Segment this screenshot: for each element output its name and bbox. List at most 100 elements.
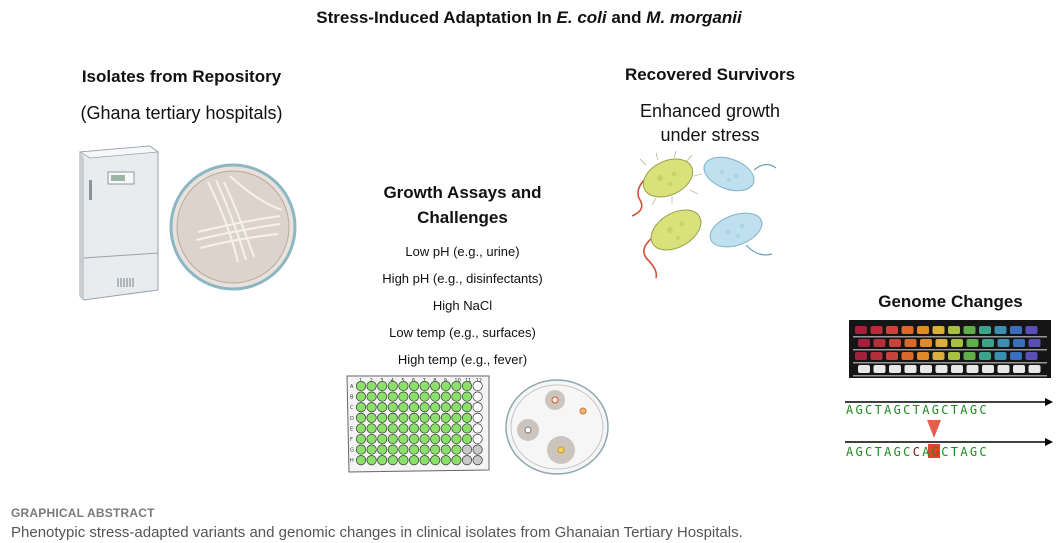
genome-block <box>901 326 914 334</box>
plate-well <box>366 380 377 392</box>
plate-well <box>387 412 398 423</box>
plate-well <box>355 455 367 466</box>
genome-block <box>966 365 979 373</box>
plate-column-label: 12 <box>476 378 482 384</box>
plate-well <box>355 402 367 413</box>
plate-row-label: G <box>350 448 354 454</box>
genome-block <box>858 339 870 347</box>
plate-well <box>472 455 483 466</box>
plate-well <box>472 402 483 413</box>
plate-well <box>461 412 473 423</box>
sequence-mutant-right: AGCTAGC <box>922 445 989 459</box>
sequence-original: AGCTAGCTAGCTAGC <box>846 403 989 417</box>
genome-block <box>1013 365 1025 373</box>
genome-block <box>855 326 867 334</box>
plate-well <box>387 380 398 392</box>
plate-well <box>440 433 451 445</box>
condition-item: High pH (e.g., disinfectants) <box>382 271 543 286</box>
plate-well <box>408 455 420 466</box>
genome-block <box>886 352 898 360</box>
plate-row-label: D <box>350 416 354 422</box>
genome-block <box>963 326 976 334</box>
plate-well <box>461 433 473 445</box>
plate-well <box>419 412 430 423</box>
plate-well <box>398 380 409 392</box>
plate-row-label: A <box>350 384 354 390</box>
assay-dish-icon <box>505 379 609 475</box>
genome-block <box>1028 365 1041 373</box>
plate-well <box>430 402 441 413</box>
sequence-mutant: AGCTAGCCAGCTAGC <box>846 445 989 459</box>
plate-well <box>377 380 388 392</box>
genome-block <box>994 352 1007 360</box>
plate-well <box>451 412 462 423</box>
plate-well <box>398 412 409 423</box>
assays-heading-line1: Growth Assays and <box>383 183 542 202</box>
plate-well <box>387 433 398 445</box>
plate-well <box>398 423 409 434</box>
mutation-base: C <box>912 445 923 459</box>
plate-row-label: C <box>350 405 354 411</box>
plate-well <box>419 402 430 413</box>
genome-block <box>1025 352 1038 360</box>
plate-well <box>461 402 473 413</box>
condition-item: High temp (e.g., fever) <box>397 352 528 367</box>
genome-block <box>951 365 963 373</box>
plate-well <box>451 455 462 466</box>
plate-well <box>355 433 367 445</box>
plate-well <box>408 402 420 413</box>
isolates-heading: Isolates from Repository <box>81 67 282 86</box>
caption-text: Phenotypic stress-adapted variants and g… <box>11 524 743 541</box>
plate-well <box>398 444 409 455</box>
plate-well <box>377 402 388 413</box>
plate-well <box>387 455 398 466</box>
plate-well <box>440 402 451 413</box>
plate-well <box>377 455 388 466</box>
genome-block <box>1013 339 1025 347</box>
plate-well <box>419 391 430 402</box>
plate-well <box>408 423 420 434</box>
survivors-heading: Recovered Survivors <box>624 65 796 84</box>
plate-well <box>366 444 377 455</box>
plate-well <box>355 412 367 423</box>
plate-well <box>430 380 441 392</box>
isolates-subheading: (Ghana tertiary hospitals) <box>80 103 283 123</box>
genome-block <box>997 339 1010 347</box>
plate-well <box>366 412 377 423</box>
plate-well <box>408 380 420 392</box>
plate-well <box>430 444 441 455</box>
plate-well <box>366 433 377 445</box>
genome-block <box>966 339 979 347</box>
genome-block <box>920 365 932 373</box>
genome-block <box>870 326 883 334</box>
plate-well <box>451 433 462 445</box>
survivors-subheading: Enhanced growth under stress <box>590 99 830 147</box>
genome-track-line <box>853 349 1047 351</box>
plate-well <box>440 380 451 392</box>
genome-block <box>935 365 948 373</box>
genome-block <box>951 339 963 347</box>
plate-well <box>472 433 483 445</box>
genome-block <box>1025 326 1038 334</box>
plate-well <box>451 423 462 434</box>
plate-well <box>387 391 398 402</box>
genome-track-line <box>853 375 1047 377</box>
genome-block <box>904 365 917 373</box>
plate-well <box>461 391 473 402</box>
plate-well <box>440 455 451 466</box>
genome-block <box>994 326 1007 334</box>
condition-item: Low temp (e.g., surfaces) <box>389 325 536 340</box>
plate-well <box>419 444 430 455</box>
plate-well <box>430 423 441 434</box>
plate-well <box>387 444 398 455</box>
plate-well <box>430 455 441 466</box>
genome-block <box>889 339 901 347</box>
plate-well <box>366 391 377 402</box>
plate-well <box>366 402 377 413</box>
plate-well <box>430 391 441 402</box>
genome-track-line <box>853 336 1047 338</box>
plate-well <box>419 380 430 392</box>
genome-block <box>855 352 867 360</box>
plate-well <box>451 391 462 402</box>
plate-well <box>366 455 377 466</box>
